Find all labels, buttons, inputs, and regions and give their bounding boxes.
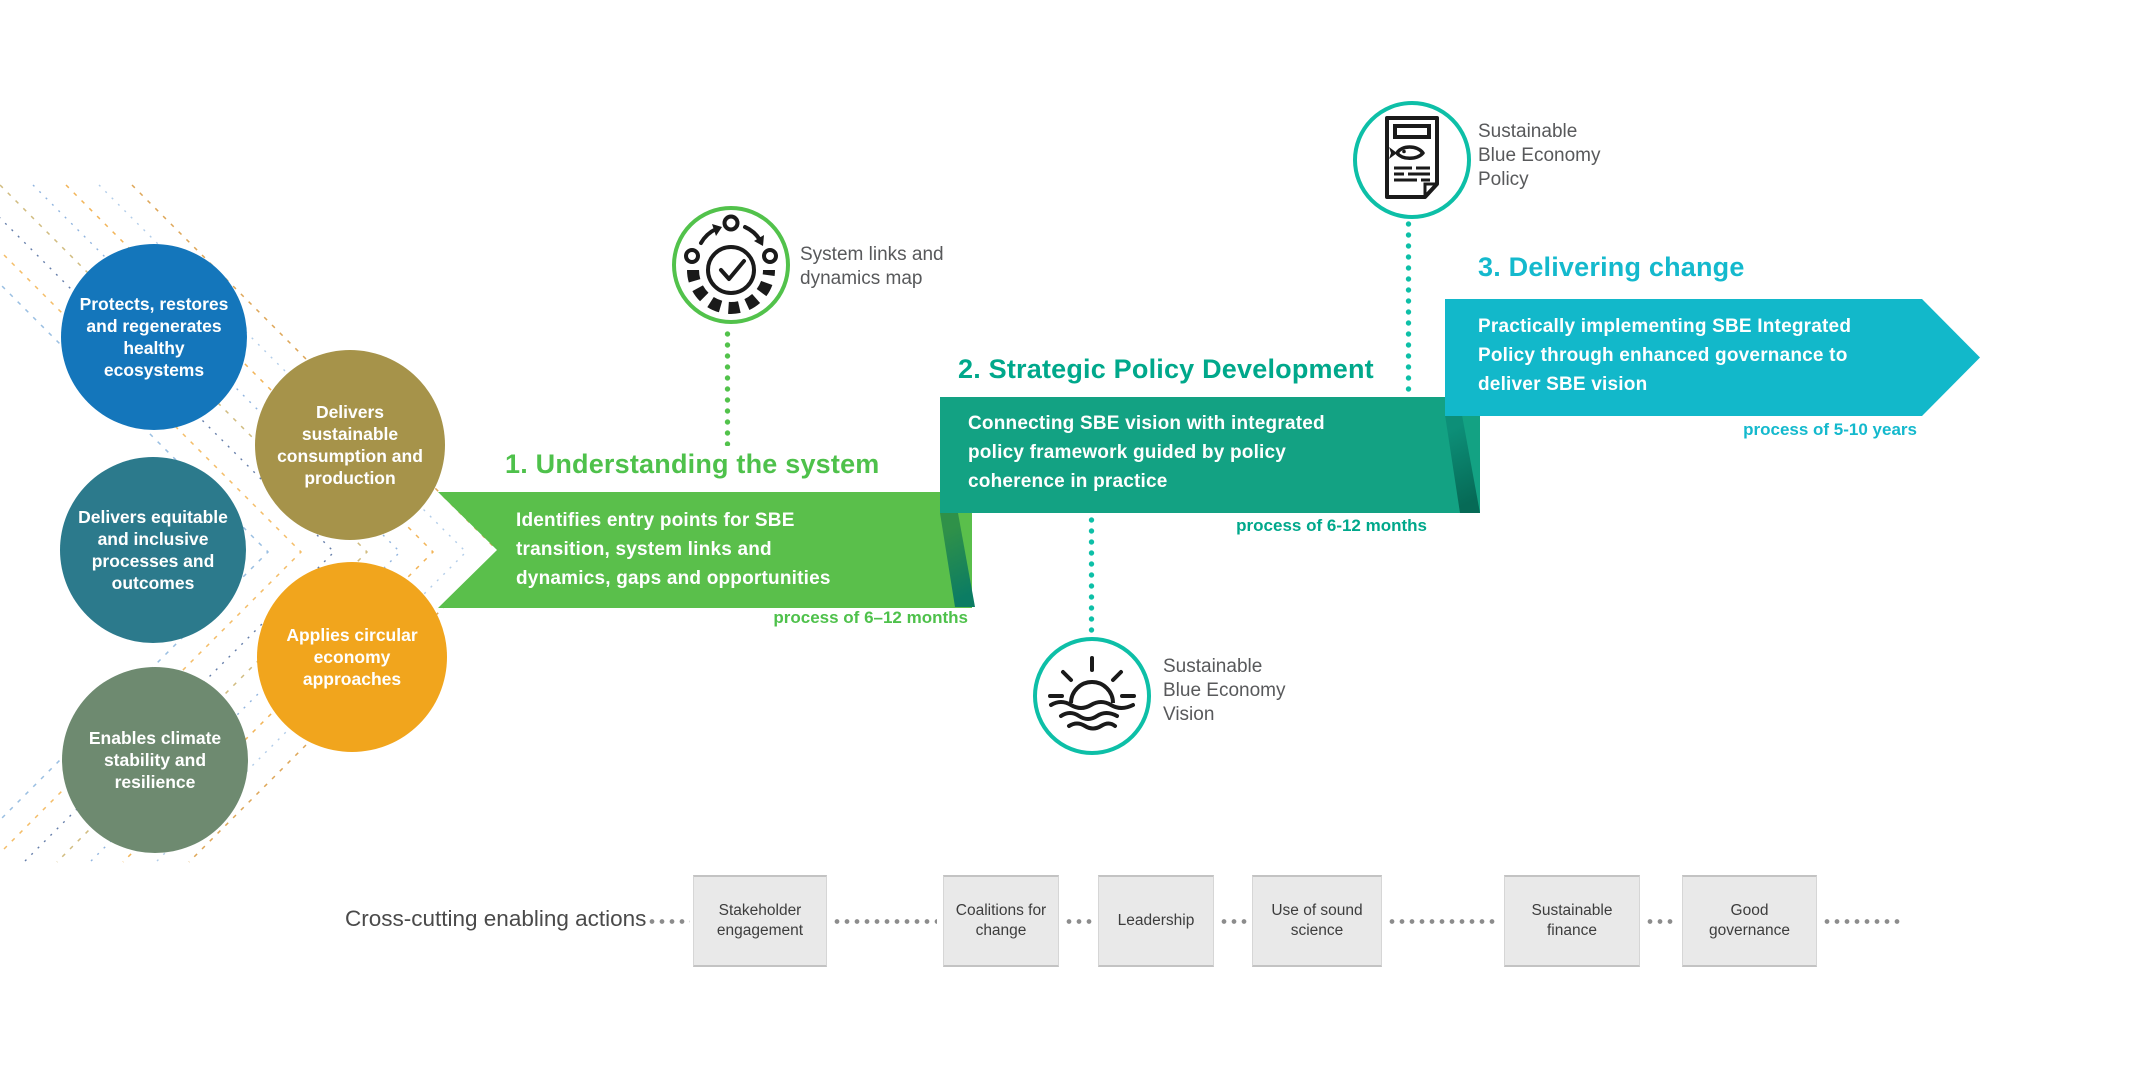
system-map-ring <box>672 206 790 324</box>
dotted-line <box>833 918 937 925</box>
principle-circle-climate: Enables climate stability and resilience <box>62 667 248 853</box>
dotted-line <box>1388 918 1498 925</box>
principle-label: Enables climate stability and resilience <box>88 728 222 792</box>
stage1-title: 1. Understanding the system <box>505 449 880 479</box>
stage3-description: Practically implementing SBE Integrated … <box>1478 316 1852 395</box>
principle-label: Delivers equitable and inclusive process… <box>78 507 228 593</box>
system-map-label: System links and dynamics map <box>800 244 944 289</box>
stage3-duration: process of 5-10 years <box>1743 420 1917 439</box>
stage1-band <box>438 492 972 608</box>
dotted-line <box>1823 918 1903 925</box>
policy-label: Sustainable Blue Economy Policy <box>1478 121 1601 190</box>
principle-circle-equitable: Delivers equitable and inclusive process… <box>60 457 246 643</box>
stage1-duration: process of 6–12 months <box>773 608 968 627</box>
enabling-actions-label: Cross-cutting enabling actions <box>345 906 647 931</box>
principle-circle-circular-economy: Applies circular economy approaches <box>257 562 447 752</box>
policy-document-icon <box>1385 116 1439 199</box>
stage2-title: 2. Strategic Policy Development <box>958 354 1374 384</box>
connector-policy <box>1405 220 1412 394</box>
dotted-line <box>648 918 690 925</box>
gear-check-icon <box>684 214 778 314</box>
stage2-band <box>940 397 1480 513</box>
enabling-box-stakeholder-engagement: Stakeholder engagement <box>693 875 827 967</box>
stage3-title: 3. Delivering change <box>1478 252 1745 282</box>
enabling-box-coalitions: Coalitions for change <box>943 875 1059 967</box>
stage3-band <box>1445 299 1980 416</box>
principle-label: Delivers sustainable consumption and pro… <box>277 402 423 488</box>
principle-circle-ecosystems: Protects, restores and regenerates healt… <box>61 244 247 430</box>
stage2-description: Connecting SBE vision with integrated po… <box>968 413 1325 492</box>
enabling-box-label: Coalitions for change <box>955 902 1047 939</box>
dotted-line <box>1220 918 1247 925</box>
enabling-box-leadership: Leadership <box>1098 875 1214 967</box>
enabling-box-label: Stakeholder engagement <box>716 902 804 939</box>
dotted-line <box>1646 918 1676 925</box>
stage2-duration: process of 6-12 months <box>1236 516 1427 535</box>
sunrise-waves-icon <box>1048 656 1136 731</box>
policy-ring <box>1353 101 1471 219</box>
vision-ring <box>1033 637 1151 755</box>
principle-label: Applies circular economy approaches <box>286 625 418 689</box>
principle-circle-consumption: Delivers sustainable consumption and pro… <box>255 350 445 540</box>
enabling-box-label: Good governance <box>1708 902 1790 939</box>
stage1-description: Identifies entry points for SBE transiti… <box>516 510 831 589</box>
enabling-box-label: Leadership <box>1117 912 1195 929</box>
enabling-box-sustainable-finance: Sustainable finance <box>1504 875 1640 967</box>
enabling-box-label: Use of sound science <box>1271 902 1363 939</box>
enabling-box-sound-science: Use of sound science <box>1252 875 1382 967</box>
enabling-box-label: Sustainable finance <box>1531 902 1613 939</box>
principle-label: Protects, restores and regenerates healt… <box>79 294 229 380</box>
connector-system-map <box>724 330 731 446</box>
enabling-box-good-governance: Good governance <box>1682 875 1817 967</box>
dotted-line <box>1065 918 1093 925</box>
connector-vision <box>1088 516 1095 634</box>
vision-label: Sustainable Blue Economy Vision <box>1163 656 1286 725</box>
